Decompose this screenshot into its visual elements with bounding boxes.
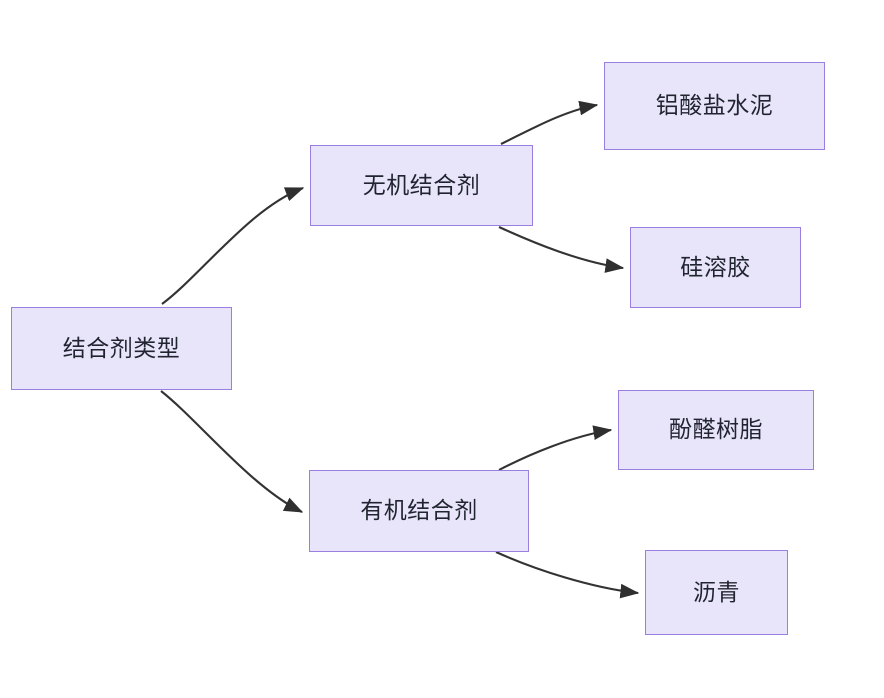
edge-organic-to-phenolic-resin xyxy=(498,425,613,471)
node-asphalt[interactable]: 沥青 xyxy=(645,550,788,635)
node-label: 酚醛树脂 xyxy=(669,416,763,443)
node-phenolic-resin[interactable]: 酚醛树脂 xyxy=(618,390,814,470)
node-inorganic-binder[interactable]: 无机结合剂 xyxy=(310,145,533,226)
node-silica-sol[interactable]: 硅溶胶 xyxy=(630,227,801,308)
node-binder-type[interactable]: 结合剂类型 xyxy=(11,307,232,390)
node-alumina-cement[interactable]: 铝酸盐水泥 xyxy=(604,62,825,150)
node-label: 铝酸盐水泥 xyxy=(655,92,774,119)
node-label: 无机结合剂 xyxy=(362,171,481,198)
node-organic-binder[interactable]: 有机结合剂 xyxy=(309,470,529,552)
node-label: 结合剂类型 xyxy=(62,334,181,361)
node-label: 硅溶胶 xyxy=(680,253,751,280)
edge-inorganic-to-alumina-cement xyxy=(500,100,599,145)
edge-organic-to-asphalt xyxy=(495,551,640,599)
edge-inorganic-to-silica-sol xyxy=(498,226,625,273)
node-label: 沥青 xyxy=(693,578,740,605)
node-label: 有机结合剂 xyxy=(360,497,478,524)
edge-root-to-organic xyxy=(160,390,304,513)
edge-root-to-inorganic xyxy=(161,187,305,305)
